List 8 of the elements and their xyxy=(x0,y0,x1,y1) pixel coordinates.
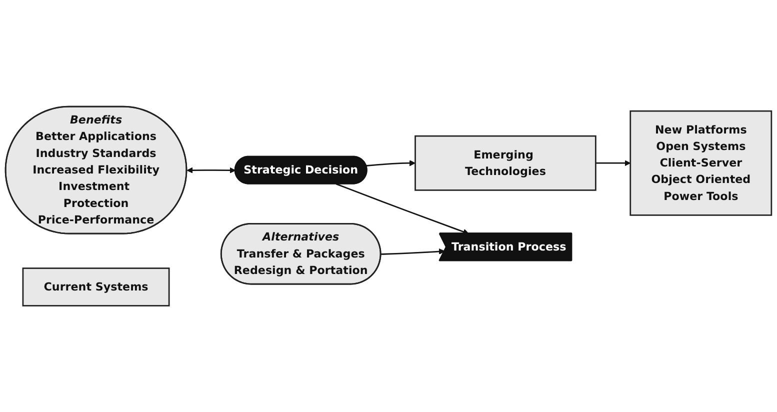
node-box: Emerging Technologies xyxy=(414,135,596,191)
arrow xyxy=(380,248,445,255)
arrow xyxy=(186,167,236,174)
arrow xyxy=(336,183,469,235)
arrow xyxy=(366,160,416,166)
arrow xyxy=(596,160,631,166)
node-box: Current Systems xyxy=(22,267,170,306)
node-box: New Platforms Open Systems Client-Server Object Oriented Power Tools xyxy=(630,110,772,216)
